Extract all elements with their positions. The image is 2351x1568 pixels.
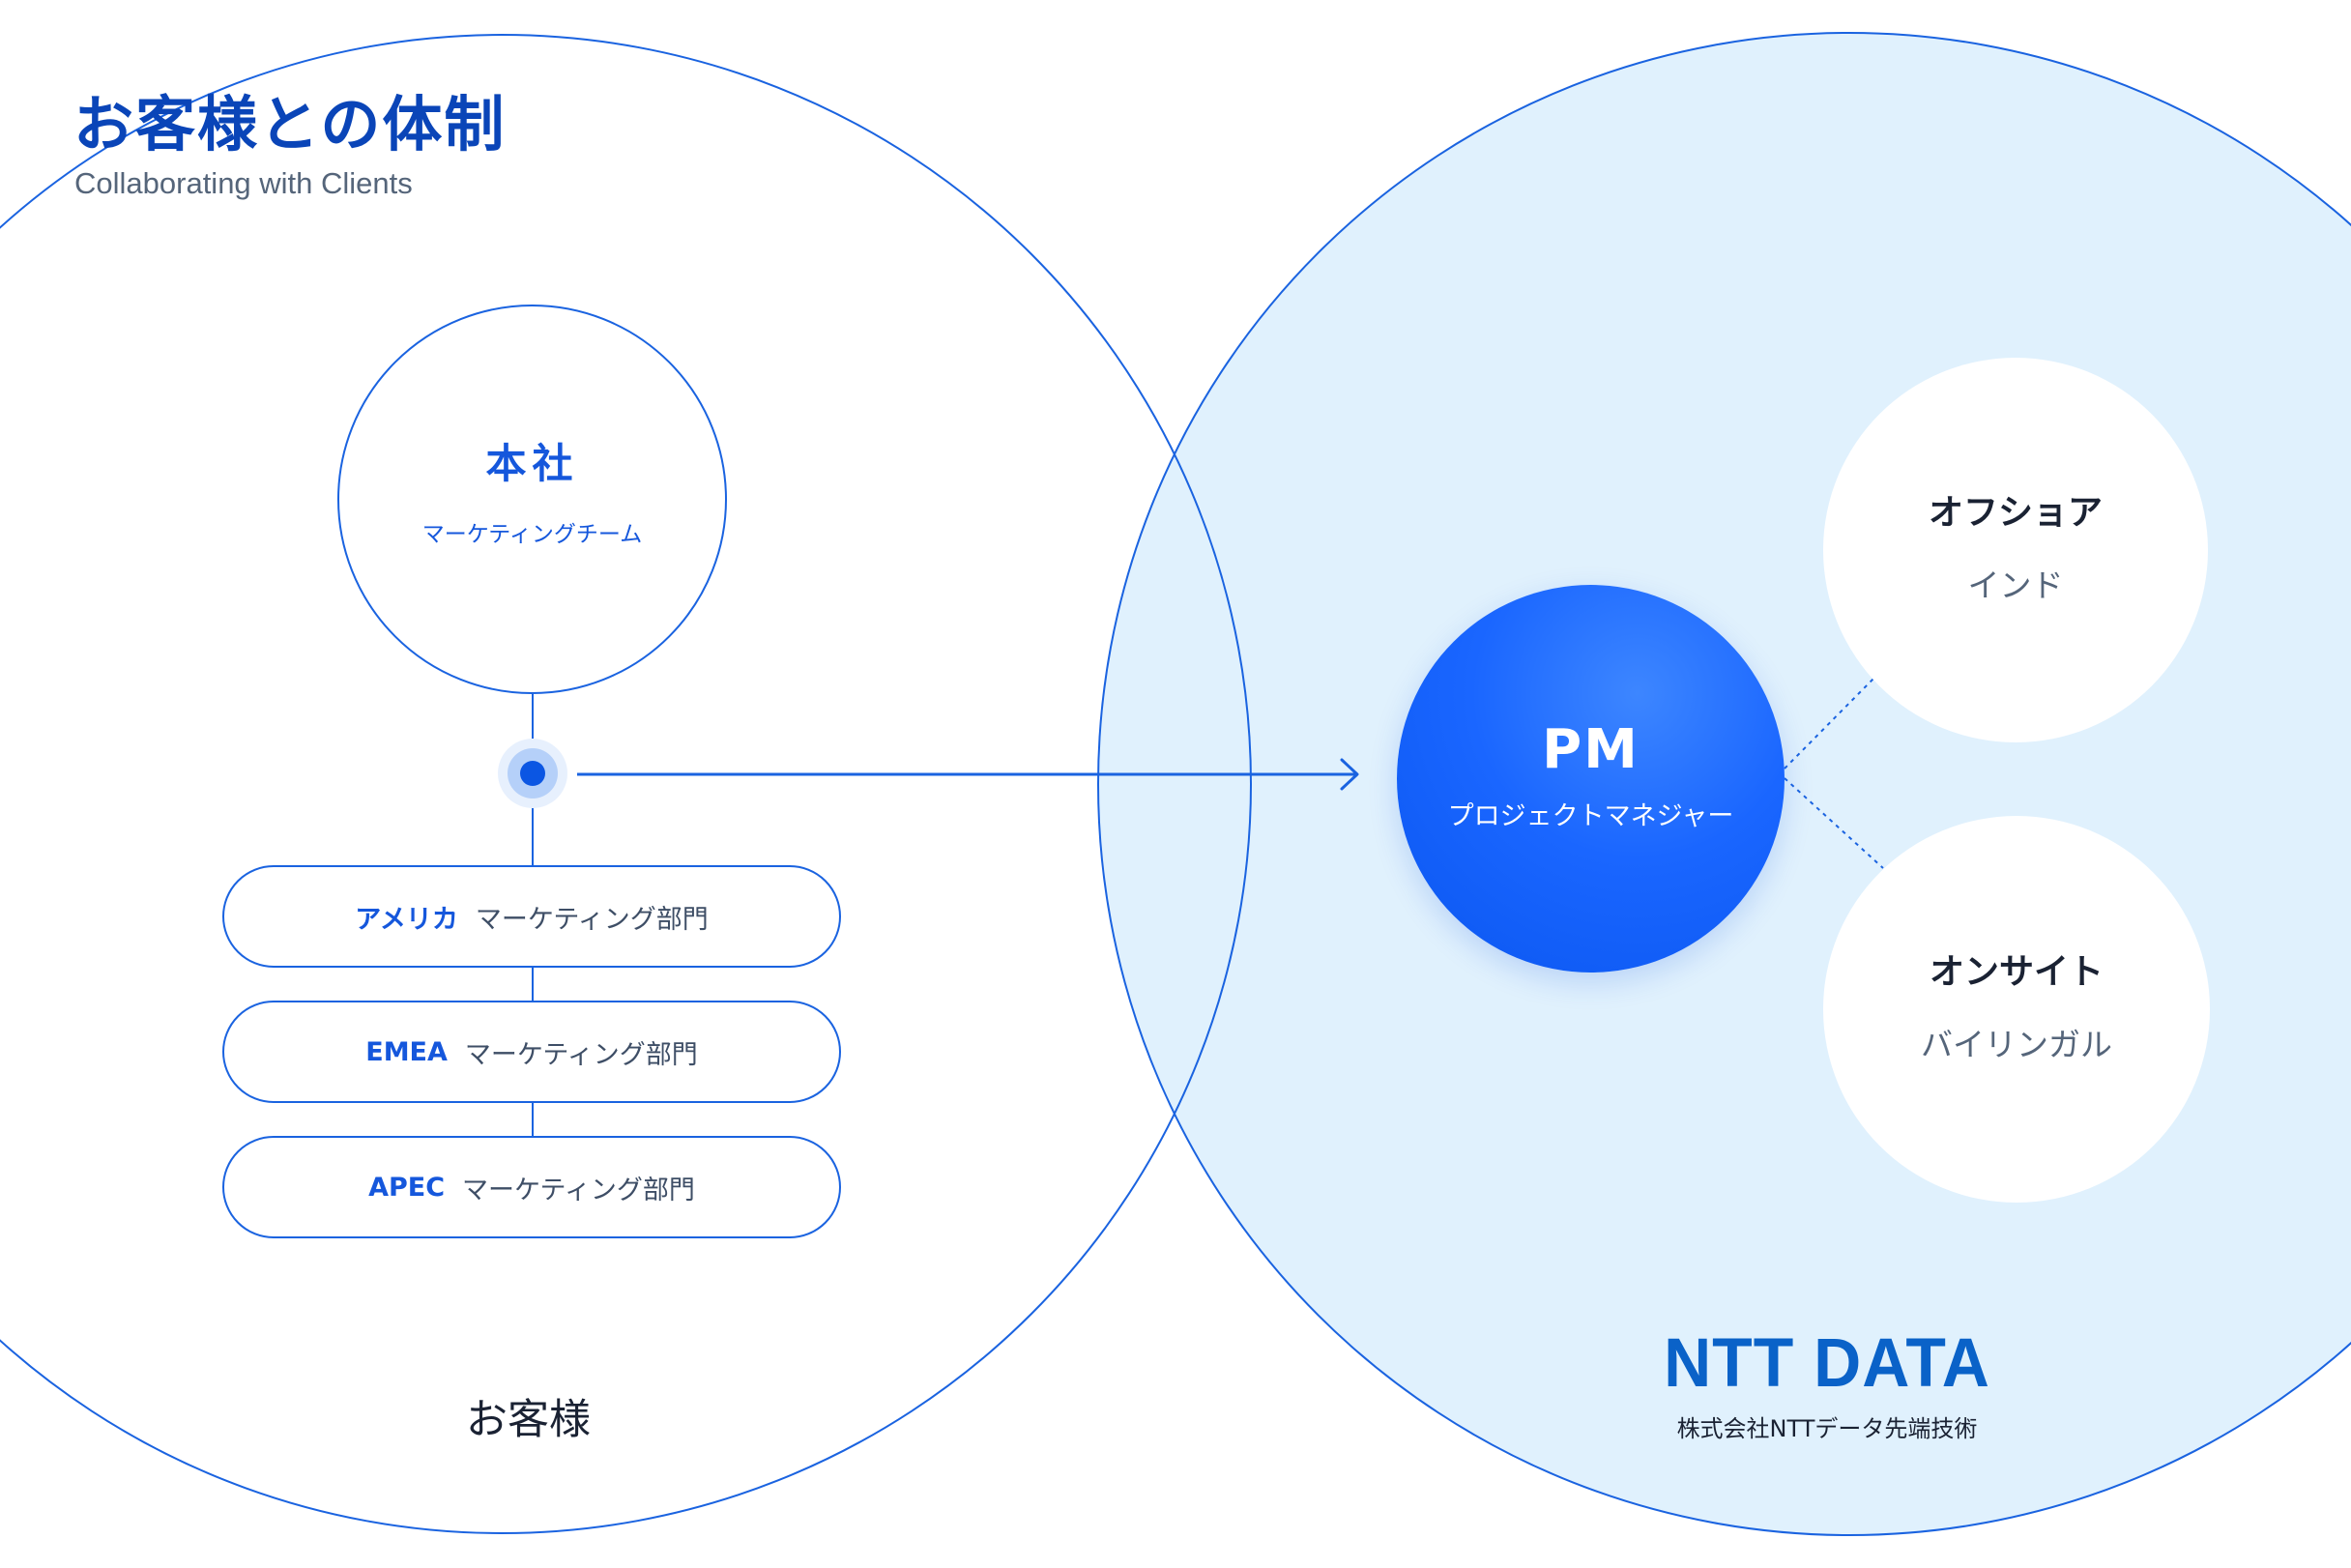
arrow-head: [1340, 758, 1359, 791]
department-name: マーケティング部門: [464, 1039, 698, 1070]
department-region: アメリカ: [355, 904, 458, 935]
hq-name: 本社: [485, 440, 579, 487]
pm-circle: PM プロジェクトマネジャー: [1397, 585, 1785, 973]
department-name: マーケティング部門: [475, 904, 709, 935]
hq-circle: 本社 マーケティングチーム: [337, 305, 727, 694]
offshore-sub: インド: [1967, 566, 2064, 604]
hub-node-dot: [520, 761, 545, 786]
page-subtitle: Collaborating with Clients: [74, 166, 413, 200]
hub-node: [498, 739, 567, 808]
department-region: APEC: [368, 1172, 446, 1203]
hq-team: マーケティングチーム: [421, 522, 643, 547]
client-area-circle: [0, 34, 1252, 1534]
onsite-circle: オンサイト バイリンガル: [1823, 816, 2210, 1203]
department-name: マーケティング部門: [462, 1175, 695, 1205]
logo-wordmark: NTT DATA: [1664, 1324, 1990, 1402]
hub-node-ring: [508, 748, 558, 799]
department-region: EMEA: [365, 1036, 448, 1067]
page-title: お客様との体制: [73, 89, 507, 160]
dotted-connector-offshore: [1784, 676, 1876, 769]
department-pill-emea: EMEA マーケティング部門: [222, 1001, 841, 1103]
department-pill-america: アメリカ マーケティング部門: [222, 865, 841, 968]
onsite-title: オンサイト: [1929, 952, 2104, 992]
company-logo: NTT DATA 株式会社NTTデータ先端技術: [1653, 1324, 2001, 1443]
offshore-circle: オフショア インド: [1823, 358, 2208, 742]
pm-role: プロジェクトマネジャー: [1447, 800, 1734, 831]
department-pill-apec: APEC マーケティング部門: [222, 1136, 841, 1238]
onsite-sub: バイリンガル: [1921, 1026, 2112, 1063]
client-label: お客様: [466, 1396, 591, 1444]
logo-company-name: 株式会社NTTデータ先端技術: [1676, 1415, 1978, 1442]
offshore-title: オフショア: [1928, 493, 2103, 533]
pm-name: PM: [1542, 717, 1640, 781]
